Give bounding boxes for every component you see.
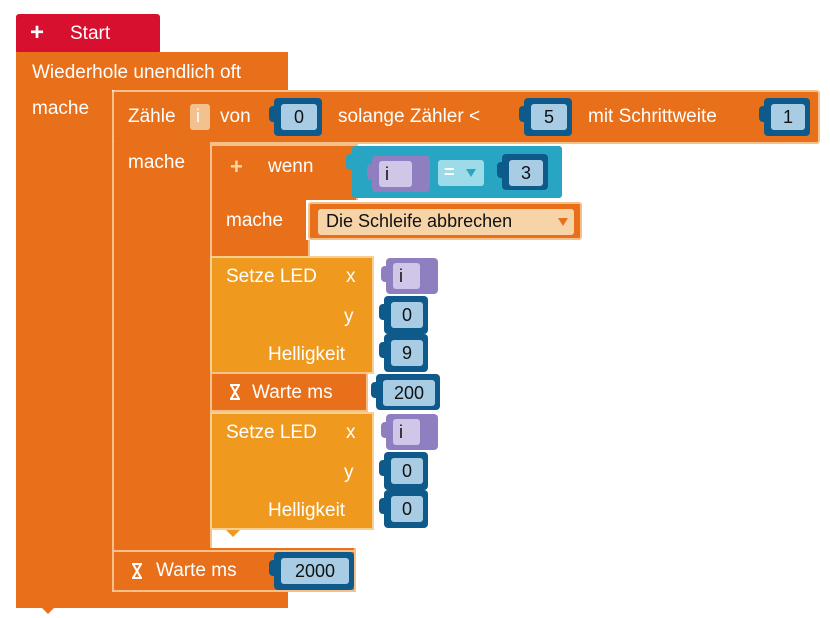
while-label: solange Zähler <: [338, 106, 481, 127]
set-led-x-label-2: x: [346, 422, 356, 443]
set-led-x-variable-1[interactable]: i: [381, 258, 438, 294]
set-led-notch-2: [226, 530, 240, 537]
set-led-y-block-2[interactable]: 0: [379, 452, 428, 490]
dropdown-arrow-icon[interactable]: [420, 427, 430, 435]
set-led-block-2[interactable]: [210, 412, 374, 530]
compare-number-block[interactable]: 3: [497, 154, 548, 190]
to-number-block[interactable]: 5: [519, 98, 572, 136]
set-led-y-block-1[interactable]: 0: [379, 296, 428, 334]
count-loop-block[interactable]: [112, 90, 820, 144]
from-value[interactable]: 0: [281, 104, 317, 130]
set-led-y-label-1: y: [344, 306, 354, 327]
if-label: wenn: [268, 156, 314, 177]
dropdown-arrow-icon[interactable]: [412, 169, 422, 177]
if-do-label: mache: [226, 210, 284, 231]
break-loop-dropdown[interactable]: Die Schleife abbrechen: [318, 209, 574, 235]
break-loop-block[interactable]: Die Schleife abbrechen: [308, 202, 582, 240]
compare-left-notch: [346, 154, 354, 170]
set-led-y-label-2: y: [344, 462, 354, 483]
set-led-brightness-label-2: Helligkeit: [268, 500, 346, 521]
set-led-brightness-value-1[interactable]: 9: [391, 340, 423, 366]
count-loop-side: [112, 142, 212, 552]
step-label: mit Schrittweite: [588, 106, 717, 127]
start-label: Start: [70, 23, 111, 44]
set-led-x-value-2[interactable]: i: [393, 419, 420, 445]
set-led-brightness-block-1[interactable]: 9: [379, 334, 428, 372]
compare-variable-name[interactable]: i: [379, 161, 412, 187]
if-block[interactable]: [210, 144, 358, 204]
wait-value-1[interactable]: 200: [383, 380, 435, 406]
from-number-block[interactable]: 0: [269, 98, 322, 136]
from-label: von: [220, 106, 251, 127]
set-led-brightness-block-2[interactable]: 0: [379, 490, 428, 528]
wait-label-1: Warte ms: [252, 382, 333, 403]
hourglass-icon: [230, 384, 240, 400]
plus-icon[interactable]: +: [30, 19, 45, 46]
set-led-block-1[interactable]: [210, 256, 374, 374]
compare-value[interactable]: 3: [509, 160, 543, 186]
to-value[interactable]: 5: [531, 104, 567, 130]
step-value[interactable]: 1: [771, 104, 805, 130]
forever-loop-notch: [40, 606, 56, 614]
count-variable-field[interactable]: i: [190, 104, 210, 130]
count-loop-label: Zähle: [128, 106, 176, 127]
forever-loop-label: Wiederhole unendlich oft: [32, 62, 242, 83]
set-led-x-label-1: x: [346, 266, 356, 287]
dropdown-arrow-icon[interactable]: [420, 271, 430, 279]
set-led-brightness-value-2[interactable]: 0: [391, 496, 423, 522]
count-variable-name: i: [196, 106, 200, 126]
compare-variable-block[interactable]: i: [367, 156, 430, 192]
set-led-y-value-2[interactable]: 0: [391, 458, 423, 484]
set-led-x-value-1[interactable]: i: [393, 263, 420, 289]
start-block[interactable]: + Start: [16, 14, 160, 54]
set-led-label-1: Setze LED: [226, 266, 317, 287]
wait-label-2: Warte ms: [156, 560, 237, 581]
set-led-brightness-label-1: Helligkeit: [268, 344, 346, 365]
dropdown-arrow-icon[interactable]: [466, 169, 476, 177]
set-led-y-value-1[interactable]: 0: [391, 302, 423, 328]
wait-value-2[interactable]: 2000: [281, 558, 349, 584]
wait-block-1[interactable]: [210, 372, 368, 412]
step-number-block[interactable]: 1: [759, 98, 810, 136]
break-loop-label: Die Schleife abbrechen: [326, 211, 513, 231]
set-led-x-variable-2[interactable]: i: [381, 414, 438, 450]
wait-number-block-1[interactable]: 200: [371, 374, 440, 410]
forever-do-label: mache: [32, 98, 90, 119]
count-do-label: mache: [128, 152, 186, 173]
dropdown-arrow-icon[interactable]: [558, 218, 568, 226]
operator-dropdown[interactable]: =: [438, 160, 484, 186]
wait-number-block-2[interactable]: 2000: [269, 552, 354, 590]
set-led-label-2: Setze LED: [226, 422, 317, 443]
operator-value: =: [444, 162, 455, 182]
if-plus-icon[interactable]: +: [230, 154, 243, 179]
hourglass-icon: [132, 563, 142, 579]
